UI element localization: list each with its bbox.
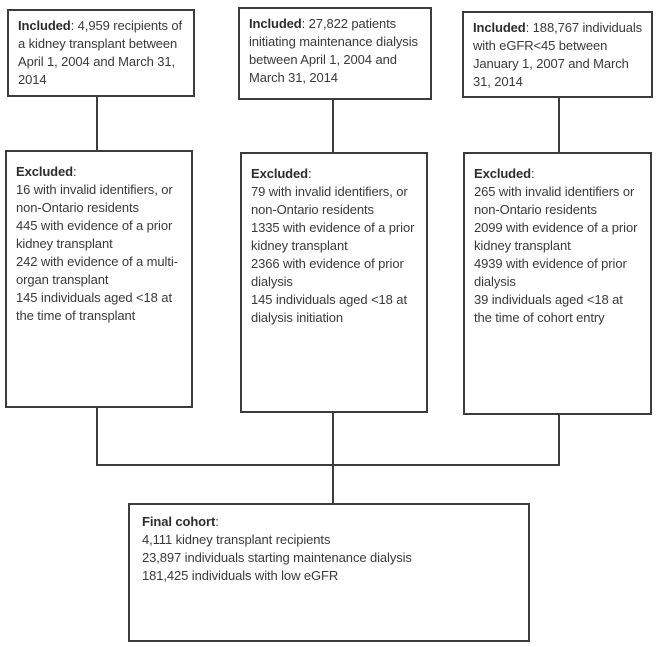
excluded-label: Excluded bbox=[16, 164, 73, 179]
excluded-item: 145 individuals aged <18 at the time of … bbox=[16, 290, 172, 323]
final-cohort-colon: : bbox=[215, 514, 219, 529]
final-cohort-item: 181,425 individuals with low eGFR bbox=[142, 568, 339, 583]
included-body-text: : 188,767 individuals with eGFR<45 betwe… bbox=[473, 20, 643, 89]
final-cohort-item: 23,897 individuals starting maintenance … bbox=[142, 550, 412, 565]
connector-line-included-to-excluded-1 bbox=[96, 95, 98, 152]
excluded-item: 145 individuals aged <18 at dialysis ini… bbox=[251, 292, 407, 325]
excluded-item: 79 with invalid identifiers, or non-Onta… bbox=[251, 184, 408, 217]
excluded-item: 4939 with evidence of prior dialysis bbox=[474, 256, 627, 289]
connector-line-excluded-1-drop bbox=[96, 406, 98, 466]
included-body-text: : 27,822 patients initiating maintenance… bbox=[249, 16, 418, 85]
excluded-heading: Excluded: bbox=[16, 163, 183, 181]
excluded-label: Excluded bbox=[474, 166, 531, 181]
connector-line-merge-horizontal bbox=[96, 464, 560, 466]
final-cohort-box: Final cohort: 4,111 kidney transplant re… bbox=[128, 503, 530, 642]
excluded-heading: Excluded: bbox=[474, 165, 642, 183]
excluded-item: 39 individuals aged <18 at the time of c… bbox=[474, 292, 623, 325]
excluded-colon: : bbox=[531, 166, 535, 181]
connector-line-excluded-3-drop bbox=[558, 412, 560, 466]
final-cohort-item: 4,111 kidney transplant recipients bbox=[142, 532, 331, 547]
excluded-label: Excluded bbox=[251, 166, 308, 181]
excluded-item: 16 with invalid identifiers, or non-Onta… bbox=[16, 182, 173, 215]
included-box-dialysis: Included: 27,822 patients initiating mai… bbox=[238, 7, 432, 100]
connector-line-excluded-2-drop bbox=[332, 410, 334, 505]
excluded-box-low-egfr: Excluded: 265 with invalid identifiers o… bbox=[463, 152, 652, 415]
excluded-item: 265 with invalid identifiers or non-Onta… bbox=[474, 184, 635, 217]
included-label: Included bbox=[18, 18, 71, 33]
excluded-item: 242 with evidence of a multi-organ trans… bbox=[16, 254, 178, 287]
final-cohort-label: Final cohort bbox=[142, 514, 216, 529]
excluded-box-kidney-transplant: Excluded: 16 with invalid identifiers, o… bbox=[5, 150, 193, 408]
connector-line-included-to-excluded-2 bbox=[332, 98, 334, 154]
excluded-colon: : bbox=[73, 164, 77, 179]
included-paragraph: Included: 4,959 recipients of a kidney t… bbox=[18, 17, 185, 89]
connector-line-included-to-excluded-3 bbox=[558, 96, 560, 154]
excluded-item: 2099 with evidence of a prior kidney tra… bbox=[474, 220, 638, 253]
included-label: Included bbox=[473, 20, 526, 35]
included-box-low-egfr: Included: 188,767 individuals with eGFR<… bbox=[462, 11, 653, 98]
included-label: Included bbox=[249, 16, 302, 31]
excluded-heading: Excluded: bbox=[251, 165, 418, 183]
included-body-text: : 4,959 recipients of a kidney transplan… bbox=[18, 18, 183, 87]
included-paragraph: Included: 27,822 patients initiating mai… bbox=[249, 15, 422, 87]
excluded-item: 445 with evidence of a prior kidney tran… bbox=[16, 218, 173, 251]
included-box-kidney-transplant: Included: 4,959 recipients of a kidney t… bbox=[7, 9, 195, 97]
excluded-item: 1335 with evidence of a prior kidney tra… bbox=[251, 220, 415, 253]
included-paragraph: Included: 188,767 individuals with eGFR<… bbox=[473, 19, 643, 91]
excluded-box-dialysis: Excluded: 79 with invalid identifiers, o… bbox=[240, 152, 428, 413]
final-cohort-heading: Final cohort: bbox=[142, 513, 518, 531]
excluded-item: 2366 with evidence of prior dialysis bbox=[251, 256, 404, 289]
excluded-colon: : bbox=[308, 166, 312, 181]
